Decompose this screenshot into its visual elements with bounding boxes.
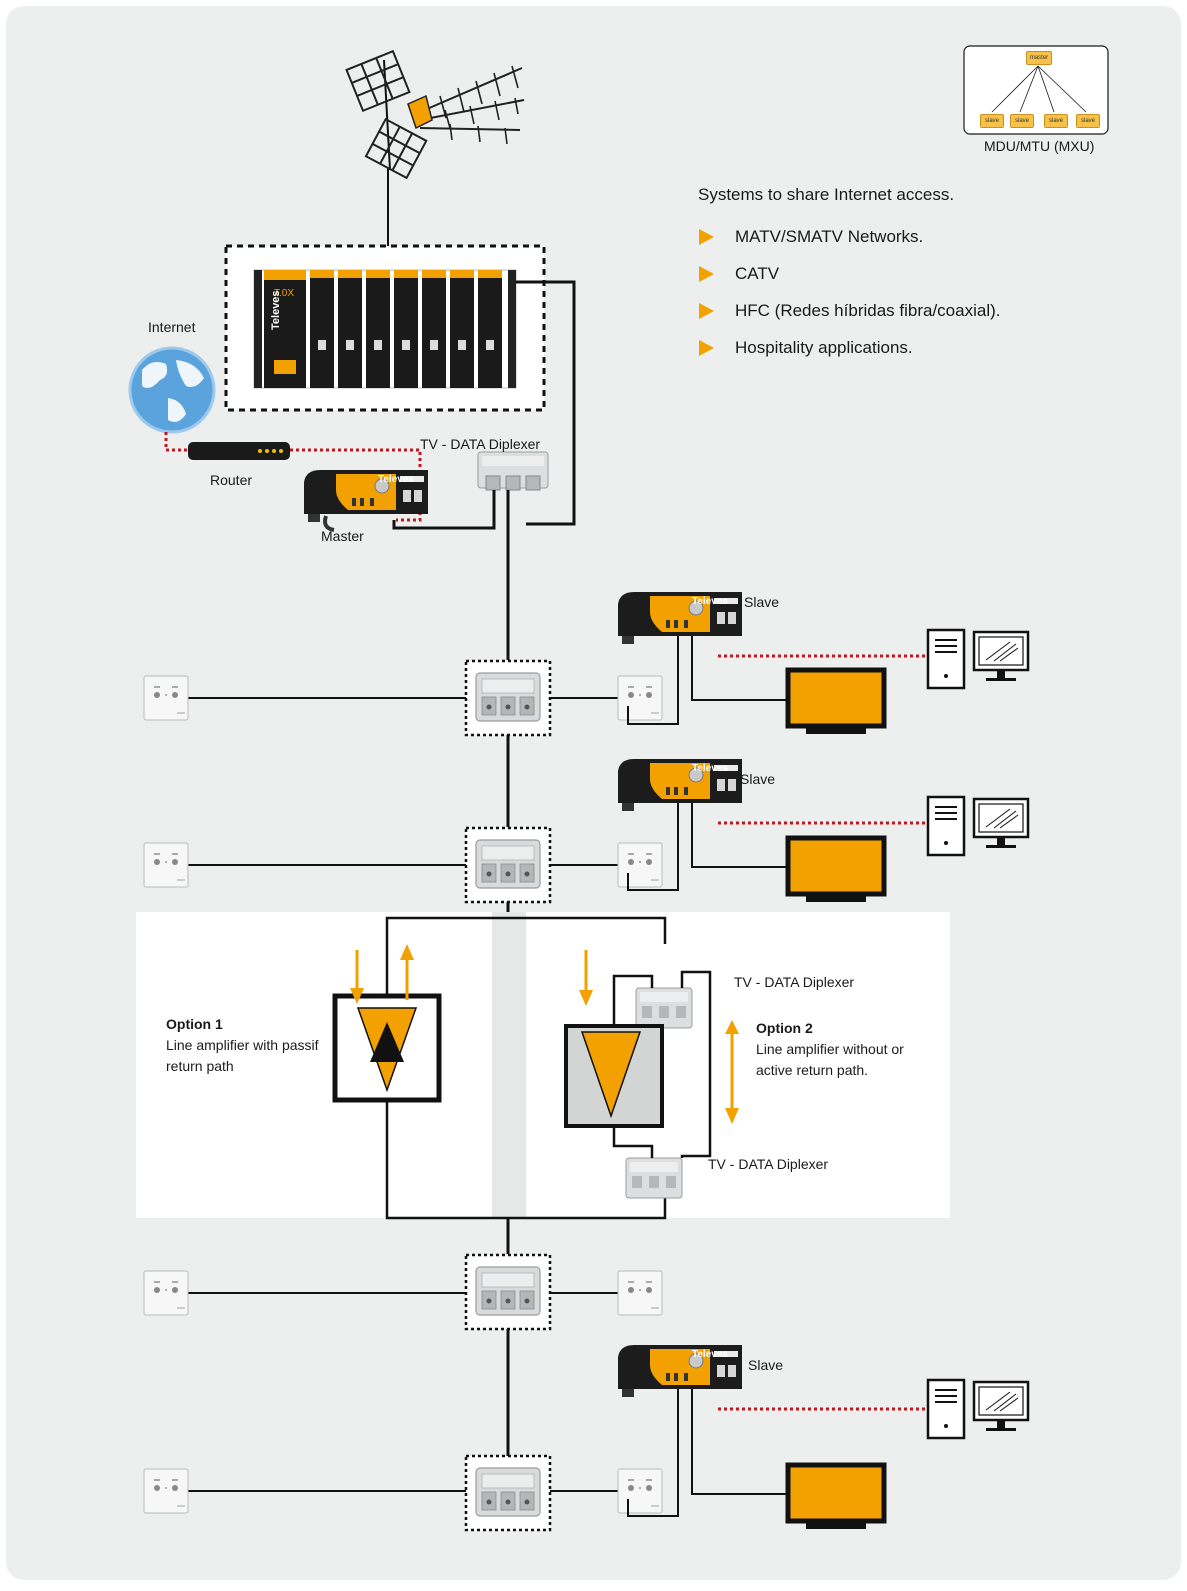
intro-heading: Systems to share Internet access. xyxy=(698,185,955,204)
wall-outlet xyxy=(143,1270,189,1316)
diplexer-label: TV - DATA Diplexer xyxy=(708,1156,829,1172)
tap-box-2 xyxy=(464,826,552,904)
bullet-icon xyxy=(699,340,714,356)
option2-description: active return path. xyxy=(756,1062,869,1078)
wall-outlet xyxy=(617,1468,663,1514)
internet-label: Internet xyxy=(148,319,196,335)
intro-bullet: HFC (Redes híbridas fibra/coaxial). xyxy=(735,301,1001,320)
mini-diagram-links xyxy=(991,65,1087,113)
tv-icon xyxy=(788,838,884,902)
background-panel xyxy=(6,6,1181,1580)
intro-bullet: MATV/SMATV Networks. xyxy=(735,227,924,246)
mini-slave-node: slave xyxy=(1076,114,1100,128)
bullet-icon xyxy=(699,266,714,282)
device-brand: Televes xyxy=(692,596,728,607)
option1-arrows xyxy=(350,944,414,1004)
intro-bullet: Hospitality applications. xyxy=(735,338,913,357)
option1-title: Option 1 xyxy=(166,1016,223,1032)
option2-arrows xyxy=(579,950,739,1124)
tap-box-1 xyxy=(464,659,552,737)
tap-box-3 xyxy=(464,1253,552,1331)
option1-description: return path xyxy=(166,1058,234,1074)
mini-diagram-caption: MDU/MTU (MXU) xyxy=(984,138,1095,154)
mini-master-node: master xyxy=(1026,51,1052,65)
bullet-icon xyxy=(699,303,714,319)
router-icon xyxy=(188,442,290,460)
slave-cables xyxy=(627,636,788,1517)
options-panel xyxy=(136,912,950,1218)
mini-slave-node: slave xyxy=(1044,114,1068,128)
option2-title: Option 2 xyxy=(756,1020,813,1036)
intro-bullet: CATV xyxy=(735,264,780,283)
slave-label: Slave xyxy=(740,771,776,787)
bullet-icon xyxy=(699,229,714,245)
diplexer-label: TV - DATA Diplexer xyxy=(734,974,855,990)
tv-icon xyxy=(788,670,884,734)
option1-amplifier xyxy=(332,916,667,1220)
tv-icon xyxy=(788,1465,884,1529)
mini-slave-node: slave xyxy=(1010,114,1034,128)
wall-outlet xyxy=(143,1468,189,1514)
device-brand: Televes xyxy=(692,763,728,774)
globe-icon xyxy=(128,346,216,434)
mini-diagram-frame xyxy=(963,45,1109,135)
mini-slave-node: slave xyxy=(980,114,1004,128)
wall-outlet xyxy=(617,675,663,721)
wall-outlet xyxy=(617,842,663,888)
wall-outlet xyxy=(143,675,189,721)
master-label: Master xyxy=(321,528,364,544)
antenna-icon xyxy=(345,49,525,246)
top-diplexer xyxy=(477,451,549,491)
headend-brand: Televes xyxy=(270,290,282,330)
diplexer-label: TV - DATA Diplexer xyxy=(420,436,541,452)
wall-outlet xyxy=(143,842,189,888)
device-brand: Televes xyxy=(692,1349,728,1360)
option2-amplifier xyxy=(564,970,712,1199)
headend-tv-cable xyxy=(516,280,576,526)
tap-box-4 xyxy=(464,1454,552,1532)
option2-top-diplexer xyxy=(635,987,693,1029)
device-brand: Televes xyxy=(378,474,414,485)
drop-cables xyxy=(188,697,618,1492)
option2-description: Line amplifier without or xyxy=(756,1041,904,1057)
option1-description: Line amplifier with passif xyxy=(166,1037,319,1053)
slave-label: Slave xyxy=(748,1357,784,1373)
slave-label: Slave xyxy=(744,594,780,610)
headend-logo: T.0X xyxy=(274,288,295,299)
wall-outlet xyxy=(617,1270,663,1316)
headend-rack xyxy=(253,269,517,389)
option2-bottom-diplexer xyxy=(625,1157,683,1199)
options-divider xyxy=(492,912,526,1218)
router-label: Router xyxy=(210,472,253,488)
